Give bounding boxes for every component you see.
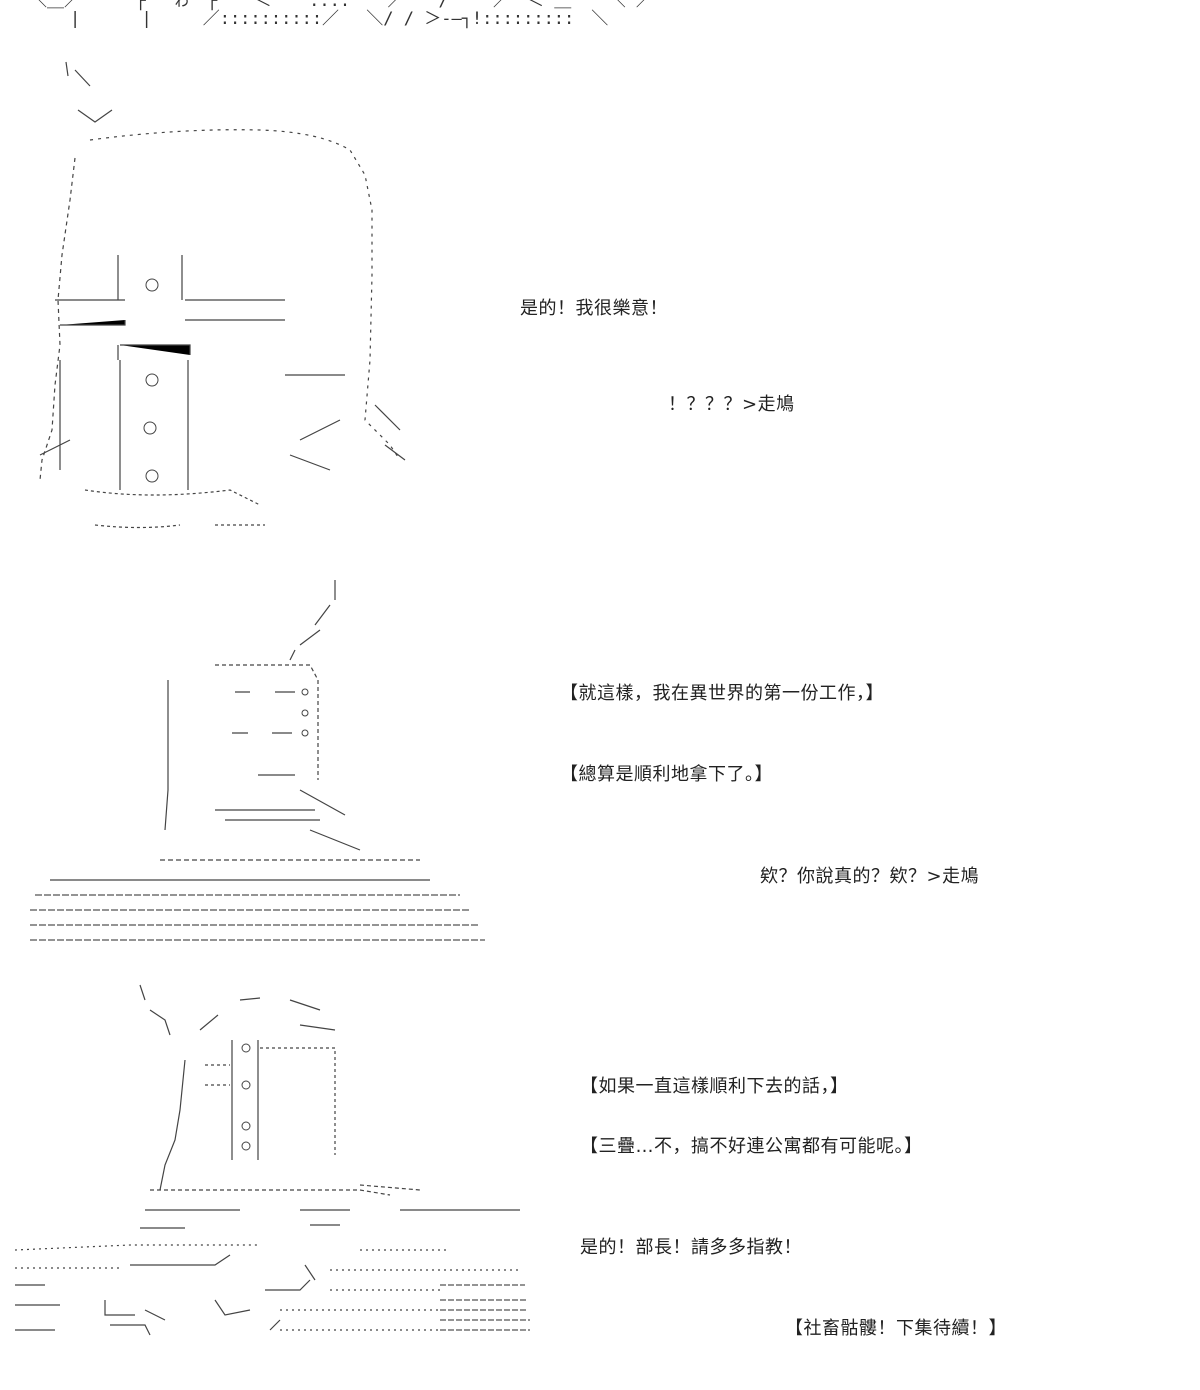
dialogue-line-3: 欸？你說真的？欸？>走鳩 (760, 866, 980, 887)
dialogue-line-4: 是的！部長！請多多指教！ (580, 1237, 802, 1258)
top-art-fragment: ＼＿／ ├ ゎ ├ ＜ ..:: ／ / ／ ＜ ＿ ＼ ／ | | ／::::… (30, 0, 653, 29)
narration-line-1: 【就這樣，我在異世界的第一份工作，】 (560, 683, 884, 704)
skeleton-art-2 (30, 580, 485, 941)
dialogue-line-2: ！？？？>走鳩 (668, 394, 795, 415)
narration-line-2: 【總算是順利地拿下了。】 (560, 764, 773, 785)
svg-text:| | ／::::::::::／ ＼/ / ＞-: | | ／::::::::::／ ＼/ / ＞-―┐!::::::::: ＼ (70, 9, 608, 29)
narration-line-4: 【三疊…不，搞不好連公寓都有可能呢。】 (580, 1136, 923, 1157)
skeleton-art-1 (39, 61, 406, 529)
svg-text:＼＿／ ├ ゎ ├ ＜ ..:: ／: ＼＿／ ├ ゎ ├ ＜ ..:: ／ / ／ ＜ ＿ ＼ ／ (30, 0, 653, 11)
narration-line-5: 【社畜骷髏！下集待續！】 (785, 1318, 1007, 1339)
narration-line-3: 【如果一直這樣順利下去的話，】 (580, 1076, 849, 1097)
skeleton-art-3 (14, 984, 530, 1336)
dialogue-line-1: 是的！我很樂意！ (520, 298, 668, 319)
